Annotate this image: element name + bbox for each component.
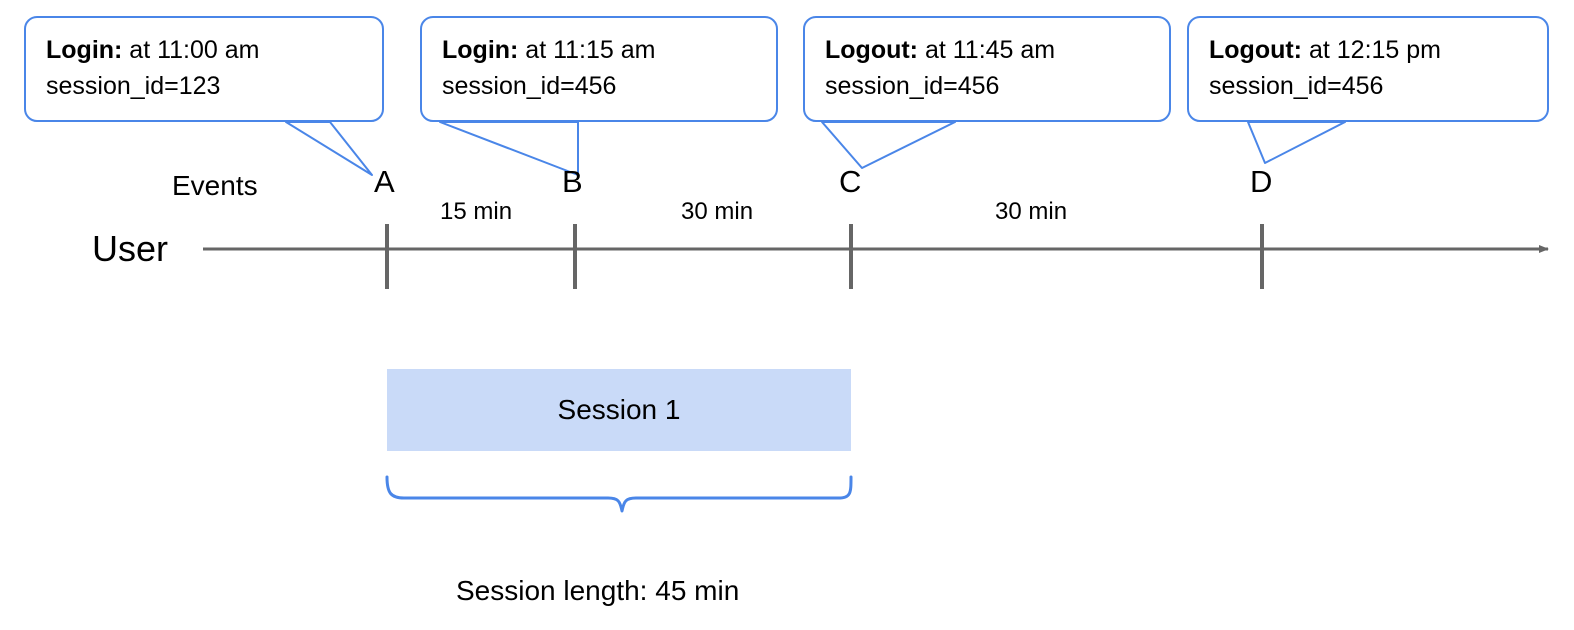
tick-label-a: A: [374, 164, 395, 199]
tick-label-c: C: [839, 164, 862, 199]
callout-a-lead: Login:: [46, 36, 123, 64]
callout-d-lead: Logout:: [1209, 36, 1303, 64]
callout-bubble-c: Logout: at 11:45 am session_id=456: [803, 16, 1171, 122]
callout-c-line1: Logout: at 11:45 am: [825, 32, 1151, 68]
callout-a-rest: at 11:00 am: [122, 36, 260, 64]
callout-a-line1: Login: at 11:00 am: [46, 32, 364, 68]
callout-b-lead: Login:: [442, 36, 519, 64]
callout-tail-a: [285, 121, 373, 176]
callout-b-rest: at 11:15 am: [518, 36, 656, 64]
row-label-user: User: [92, 228, 169, 269]
tick-label-b: B: [562, 164, 583, 199]
callout-tail-d: [1247, 121, 1346, 164]
tick-label-d: D: [1250, 164, 1273, 199]
callout-a-line2: session_id=123: [46, 72, 221, 100]
session-bar-label: Session 1: [557, 394, 681, 425]
callout-tail-b: [439, 121, 579, 176]
interval-label-bc: 30 min: [681, 198, 754, 225]
interval-label-ab: 15 min: [440, 198, 513, 225]
session-bar-1: Session 1: [387, 369, 851, 451]
interval-label-cd: 30 min: [995, 198, 1068, 225]
callout-b-line2: session_id=456: [442, 72, 617, 100]
session-brace: [385, 475, 853, 513]
callout-d-rest: at 12:15 pm: [1302, 36, 1441, 64]
callout-c-line2: session_id=456: [825, 72, 1000, 100]
session-length-caption: Session length: 45 min: [456, 575, 740, 606]
callout-b-line1: Login: at 11:15 am: [442, 32, 758, 68]
callout-d-line1: Logout: at 12:15 pm: [1209, 32, 1529, 68]
callout-c-rest: at 11:45 am: [918, 36, 1056, 64]
callout-c-lead: Logout:: [825, 36, 919, 64]
callout-d-line2: session_id=456: [1209, 72, 1384, 100]
row-label-events: Events: [172, 170, 258, 201]
callout-bubble-b: Login: at 11:15 am session_id=456: [420, 16, 778, 122]
callout-tail-c: [821, 121, 956, 169]
callout-bubble-d: Logout: at 12:15 pm session_id=456: [1187, 16, 1549, 122]
callout-bubble-a: Login: at 11:00 am session_id=123: [24, 16, 384, 122]
